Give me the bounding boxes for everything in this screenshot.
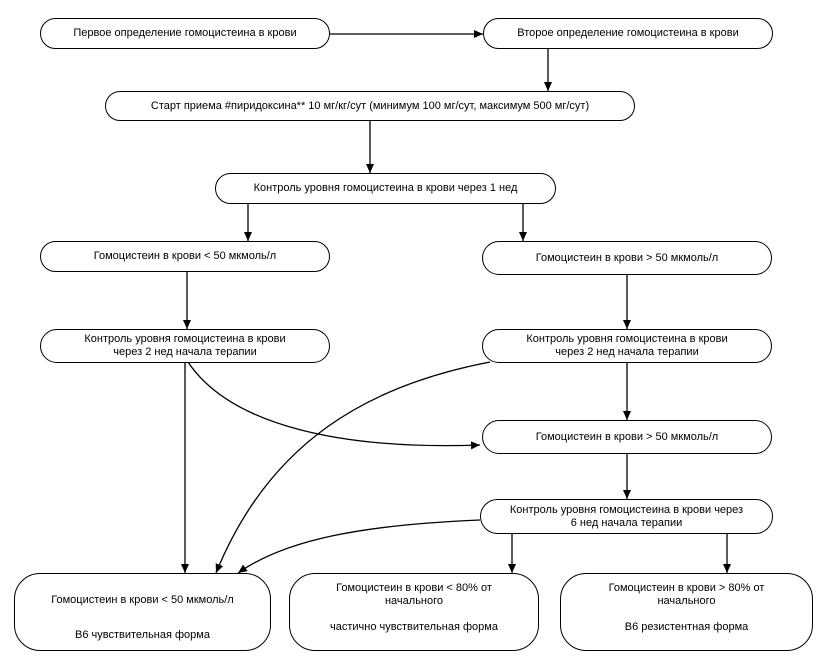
node-label-line3: B6 резистентная форма: [624, 621, 749, 634]
node-label-line1: Гомоцистеин в крови < 80% от: [336, 582, 492, 594]
node-control-2-weeks-left: Контроль уровня гомоцистеина в крови чер…: [40, 329, 330, 363]
node-label-line2: через 2 нед начала терапии: [113, 346, 257, 358]
node-label: Старт приема #пиридоксина** 10 мг/кг/сут…: [150, 99, 590, 112]
node-label-line1: Контроль уровня гомоцистеина в крови: [84, 333, 286, 346]
node-b6-sensitive: Гомоцистеин в крови < 50 мкмоль/л B6 чув…: [14, 573, 271, 651]
node-homocysteine-above-50: Гомоцистеин в крови > 50 мкмоль/л: [482, 241, 772, 275]
node-label-line1: Гомоцистеин в крови < 50 мкмоль/л: [51, 594, 234, 606]
node-first-measurement: Первое определение гомоцистеина в крови: [40, 18, 330, 49]
node-label-line2: 6 нед начала терапии: [570, 516, 683, 529]
node-label-line1: Гомоцистеин в крови > 80% от: [608, 582, 765, 594]
node-homocysteine-above-50-2: Гомоцистеин в крови > 50 мкмоль/л: [482, 420, 772, 454]
node-label-line1: Контроль уровня гомоцистеина в крови: [526, 333, 728, 346]
node-label: Контроль уровня гомоцистеина в крови чер…: [253, 182, 518, 195]
node-label: Гомоцистеин в крови < 50 мкмоль/л: [93, 250, 277, 263]
node-label-line1: Контроль уровня гомоцистеина в крови чер…: [509, 503, 744, 516]
node-b6-resistant: Гомоцистеин в крови > 80% от начального …: [560, 573, 813, 651]
edge-n10-n11: [237, 519, 481, 574]
node-label-line2: начального: [657, 594, 716, 607]
node-control-2-weeks-right: Контроль уровня гомоцистеина в крови чер…: [482, 329, 772, 363]
edge-n7-n9: [187, 361, 481, 450]
node-label-line3: частично чувствительная форма: [330, 621, 498, 634]
node-label-line2: через 2 нед начала терапии: [555, 346, 699, 358]
node-label-line2: начального: [384, 594, 444, 607]
node-label: Гомоцистеин в крови > 50 мкмоль/л: [535, 430, 719, 443]
node-control-6-weeks: Контроль уровня гомоцистеина в крови чер…: [480, 499, 773, 534]
node-partially-sensitive: Гомоцистеин в крови < 80% от начального …: [289, 573, 539, 651]
node-start-pyridoxine: Старт приема #пиридоксина** 10 мг/кг/сут…: [105, 91, 635, 121]
node-label: Гомоцистеин в крови > 50 мкмоль/л: [535, 251, 719, 264]
node-homocysteine-below-50: Гомоцистеин в крови < 50 мкмоль/л: [40, 241, 330, 272]
node-label-line2: B6 чувствительная форма: [75, 628, 210, 641]
node-control-1-week: Контроль уровня гомоцистеина в крови чер…: [215, 173, 556, 204]
node-label: Второе определение гомоцистеина в крови: [517, 27, 739, 40]
node-label: Первое определение гомоцистеина в крови: [73, 27, 297, 40]
edge-n8-n11: [215, 361, 491, 574]
node-second-measurement: Второе определение гомоцистеина в крови: [483, 18, 773, 49]
